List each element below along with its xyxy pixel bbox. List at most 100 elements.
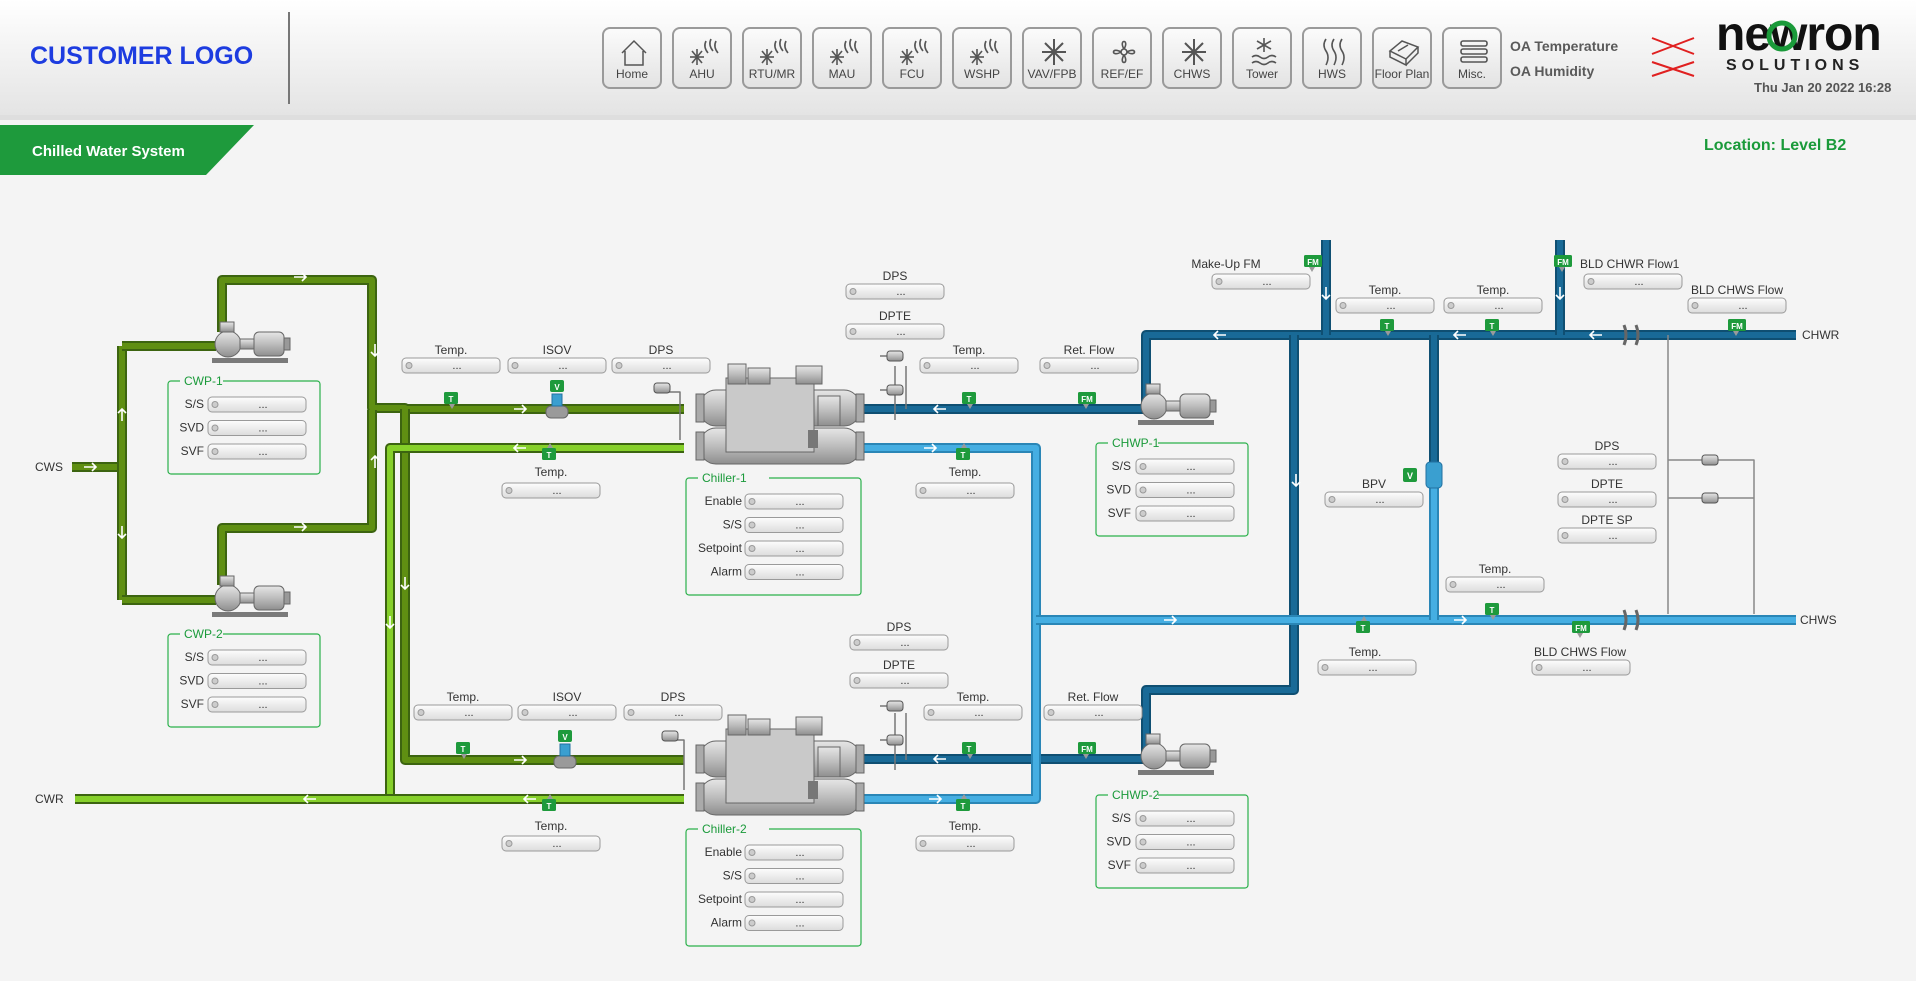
temp-sensor-tag[interactable]: T bbox=[456, 742, 470, 759]
flow-meter-tag[interactable]: FM bbox=[1304, 255, 1322, 272]
bld-dpte[interactable]: ... bbox=[1557, 491, 1657, 508]
bpv-position[interactable]: ... bbox=[1324, 491, 1424, 508]
chw-dps-1[interactable]: ... bbox=[845, 283, 945, 300]
nav-button-hws[interactable]: HWS bbox=[1302, 27, 1362, 89]
chiller1-icon[interactable] bbox=[695, 363, 865, 465]
nav-button-fcu[interactable]: FCU bbox=[882, 27, 942, 89]
bld-chws-flow[interactable]: ... bbox=[1531, 659, 1631, 676]
cwp2-row-value[interactable]: ... bbox=[207, 649, 307, 666]
temp-sensor-tag[interactable]: T bbox=[1356, 616, 1370, 633]
chwp2-row-value[interactable]: ... bbox=[1135, 834, 1235, 850]
flow-meter-tag[interactable]: FM bbox=[1572, 621, 1590, 638]
temp-sensor-tag[interactable]: T bbox=[1485, 603, 1499, 620]
chiller2-row-value[interactable]: ... bbox=[744, 915, 844, 931]
ret-flow-1[interactable]: ... bbox=[1039, 357, 1139, 374]
chw-dpte-1[interactable]: ... bbox=[845, 323, 945, 340]
ret-flow-2[interactable]: ... bbox=[1043, 704, 1143, 721]
temp-sensor-tag[interactable]: T bbox=[444, 392, 458, 409]
chws-temp-2[interactable]: ... bbox=[915, 835, 1015, 852]
cw-supply-temp-2[interactable]: ... bbox=[413, 704, 513, 721]
chwp2-row-value[interactable]: ... bbox=[1135, 810, 1235, 827]
dp-switch-icon[interactable] bbox=[653, 382, 671, 394]
cwp1-row-value[interactable]: ... bbox=[207, 420, 307, 436]
chws-header-temp-2[interactable]: ... bbox=[1445, 576, 1545, 593]
chiller1-row-value[interactable]: ... bbox=[744, 517, 844, 533]
temp-sensor-tag[interactable]: T bbox=[542, 794, 556, 811]
chwp1-row-value[interactable]: ... bbox=[1135, 505, 1235, 522]
dp-switch-icon[interactable] bbox=[886, 384, 904, 396]
temp-sensor-tag[interactable]: T bbox=[962, 742, 976, 759]
chwp2-row-value[interactable]: ... bbox=[1135, 857, 1235, 874]
flow-meter-tag[interactable]: FM bbox=[1078, 392, 1096, 409]
bld-dps[interactable]: ... bbox=[1557, 453, 1657, 470]
dp-switch-icon[interactable] bbox=[1701, 454, 1719, 466]
nav-button-ref-ef[interactable]: REF/EF bbox=[1092, 27, 1152, 89]
nav-button-tower[interactable]: Tower bbox=[1232, 27, 1292, 89]
cwp1-row-value[interactable]: ... bbox=[207, 443, 307, 460]
nav-button-misc[interactable]: Misc. bbox=[1442, 27, 1502, 89]
temp-sensor-tag[interactable]: T bbox=[956, 794, 970, 811]
chiller1-row-value[interactable]: ... bbox=[744, 493, 844, 510]
chiller2-row-value[interactable]: ... bbox=[744, 868, 844, 884]
flow-meter-tag[interactable]: FM bbox=[1728, 319, 1746, 336]
nav-button-home[interactable]: Home bbox=[602, 27, 662, 89]
flow-meter-tag[interactable]: FM bbox=[1078, 742, 1096, 759]
nav-button-wshp[interactable]: WSHP bbox=[952, 27, 1012, 89]
dp-switch-icon[interactable] bbox=[886, 700, 904, 712]
chws-temp-1[interactable]: ... bbox=[915, 482, 1015, 499]
chw-dps-2[interactable]: ... bbox=[849, 634, 949, 651]
dp-switch-icon[interactable] bbox=[1701, 492, 1719, 504]
cwr-temp-2[interactable]: ... bbox=[501, 835, 601, 852]
flow-meter-tag[interactable]: FM bbox=[1554, 255, 1572, 272]
cwp2-pump-icon[interactable] bbox=[212, 575, 291, 617]
chwp1-row-value[interactable]: ... bbox=[1135, 458, 1235, 475]
isov-valve-2[interactable]: V bbox=[553, 730, 577, 769]
cw-dps-2[interactable]: ... bbox=[623, 704, 723, 721]
temp-sensor-tag[interactable]: T bbox=[956, 443, 970, 460]
nav-button-vav-fpb[interactable]: VAV/FPB bbox=[1022, 27, 1082, 89]
cwp2-row-value[interactable]: ... bbox=[207, 673, 307, 689]
makeup-fm[interactable]: ... bbox=[1211, 273, 1311, 290]
temp-sensor-tag[interactable]: T bbox=[542, 443, 556, 460]
cwp1-pump-icon[interactable] bbox=[212, 321, 291, 363]
chwp1-pump-icon[interactable] bbox=[1138, 383, 1217, 425]
svg-text:...: ... bbox=[1186, 837, 1195, 849]
chwp2-pump-icon[interactable] bbox=[1138, 733, 1217, 775]
chwr-temp-2[interactable]: ... bbox=[923, 704, 1023, 721]
nav-button-ahu[interactable]: AHU bbox=[672, 27, 732, 89]
isov-valve-1[interactable]: V bbox=[545, 380, 569, 419]
cw-supply-temp-1[interactable]: ... bbox=[401, 357, 501, 374]
chws-header-temp-1[interactable]: ... bbox=[1317, 659, 1417, 676]
dp-switch-icon[interactable] bbox=[661, 730, 679, 742]
chiller1-row-value[interactable]: ... bbox=[744, 564, 844, 580]
cwp1-row-value[interactable]: ... bbox=[207, 396, 307, 413]
dp-switch-icon[interactable] bbox=[886, 350, 904, 362]
bpv-valve[interactable]: V bbox=[1403, 461, 1443, 489]
temp-sensor-tag[interactable]: T bbox=[1380, 319, 1394, 336]
cw-dps-1[interactable]: ... bbox=[611, 357, 711, 374]
chwr-header-temp-2[interactable]: ... bbox=[1443, 297, 1543, 314]
cwp2-row-value[interactable]: ... bbox=[207, 696, 307, 713]
nav-button-mau[interactable]: MAU bbox=[812, 27, 872, 89]
isov-2-status[interactable]: ... bbox=[517, 704, 617, 721]
bld-chws-flow-top[interactable]: ... bbox=[1687, 297, 1787, 314]
chiller1-row-label: Setpoint bbox=[698, 541, 743, 555]
nav-button-chws[interactable]: CHWS bbox=[1162, 27, 1222, 89]
nav-button-rtu-mr[interactable]: RTU/MR bbox=[742, 27, 802, 89]
bld-dpte-sp[interactable]: ... bbox=[1557, 527, 1657, 544]
chw-dpte-2[interactable]: ... bbox=[849, 672, 949, 689]
chiller1-row-value[interactable]: ... bbox=[744, 540, 844, 557]
chwr-header-temp-1[interactable]: ... bbox=[1335, 297, 1435, 314]
chwp1-row-value[interactable]: ... bbox=[1135, 482, 1235, 498]
isov-1-status[interactable]: ... bbox=[507, 357, 607, 374]
dp-switch-icon[interactable] bbox=[886, 734, 904, 746]
nav-button-floor-plan[interactable]: Floor Plan bbox=[1372, 27, 1432, 89]
chiller2-row-value[interactable]: ... bbox=[744, 891, 844, 908]
cwr-temp-1[interactable]: ... bbox=[501, 482, 601, 499]
temp-sensor-tag[interactable]: T bbox=[1485, 319, 1499, 336]
chiller2-icon[interactable] bbox=[695, 714, 865, 816]
chiller2-row-value[interactable]: ... bbox=[744, 844, 844, 861]
chwr-temp-1[interactable]: ... bbox=[919, 357, 1019, 374]
temp-sensor-tag[interactable]: T bbox=[962, 392, 976, 409]
bld-chwr-flow[interactable]: ... bbox=[1583, 273, 1683, 290]
